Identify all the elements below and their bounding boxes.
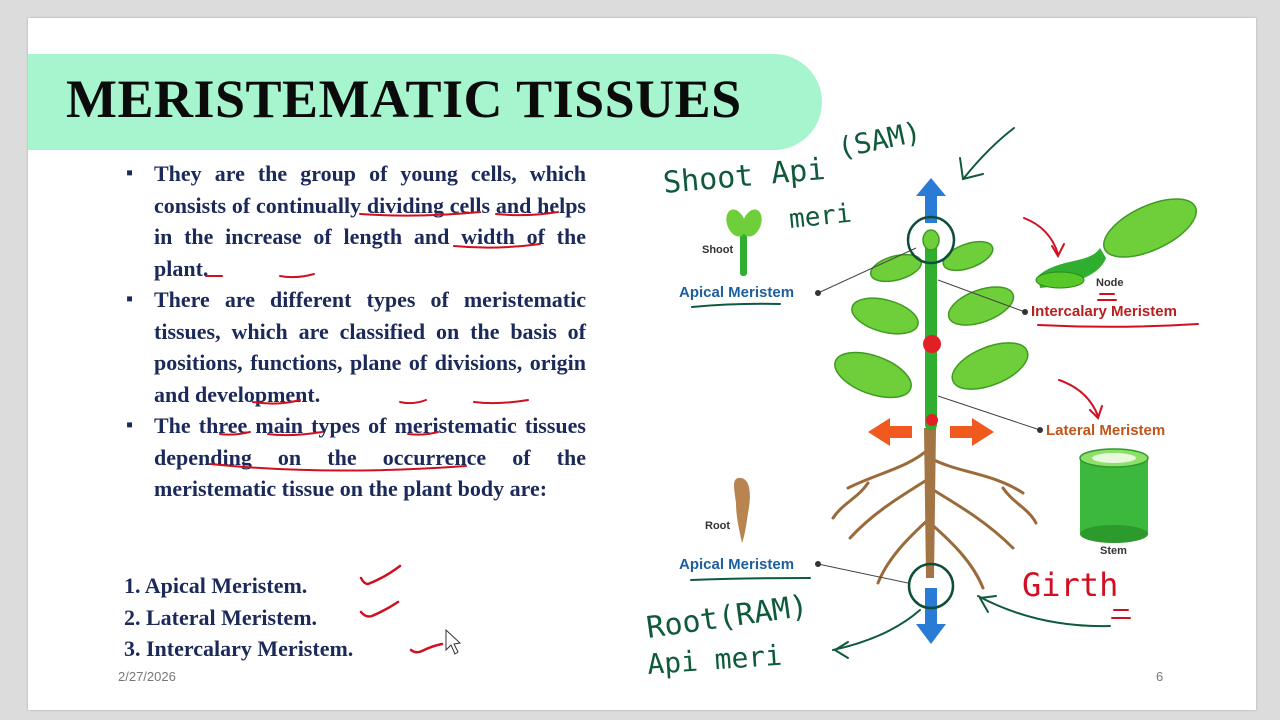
root-tip-circle	[907, 562, 955, 610]
label-shoot: Shoot	[702, 244, 733, 256]
stem	[925, 240, 937, 430]
lateral-arrows	[868, 418, 994, 446]
node-dot	[923, 335, 941, 353]
label-apical-top: Apical Meristem	[679, 284, 794, 301]
shoot-inset	[726, 209, 762, 276]
node-dot	[926, 414, 938, 426]
label-lateral: Lateral Meristem	[1046, 422, 1165, 439]
label-node: Node	[1096, 277, 1124, 289]
label-stem: Stem	[1100, 545, 1127, 557]
label-root: Root	[705, 520, 730, 532]
slide: MERISTEMATIC TISSUES They are the group …	[28, 18, 1256, 710]
root-system	[831, 446, 1038, 590]
shoot-tip-circle	[906, 215, 956, 265]
root-inset	[734, 477, 750, 543]
type-item-apical: 1. Apical Meristem.	[124, 573, 308, 598]
meristem-types-list: 1. Apical Meristem. 2. Lateral Meristem.…	[124, 570, 353, 665]
slide-title: MERISTEMATIC TISSUES	[66, 69, 742, 129]
label-intercalary: Intercalary Meristem	[1031, 303, 1177, 320]
taproot	[924, 428, 936, 578]
node-inset	[1035, 198, 1198, 289]
leader-dots	[815, 290, 1043, 567]
title-band	[28, 54, 822, 150]
slide-number: 6	[1156, 669, 1164, 684]
slide-date: 2/27/2026	[118, 669, 176, 684]
plant-diagram: Shoot Apical Meristem Node Intercalary M…	[679, 178, 1198, 644]
leaves	[834, 229, 1029, 399]
type-item-intercalary: 3. Intercalary Meristem.	[124, 636, 354, 661]
stem-cylinder-inset	[1079, 448, 1149, 543]
label-apical-bottom: Apical Meristem	[679, 556, 794, 573]
leader-lines	[817, 247, 1041, 584]
growth-arrow-down	[916, 588, 946, 644]
growth-arrow-up	[916, 178, 946, 223]
type-item-lateral: 2. Lateral Meristem.	[124, 604, 318, 630]
